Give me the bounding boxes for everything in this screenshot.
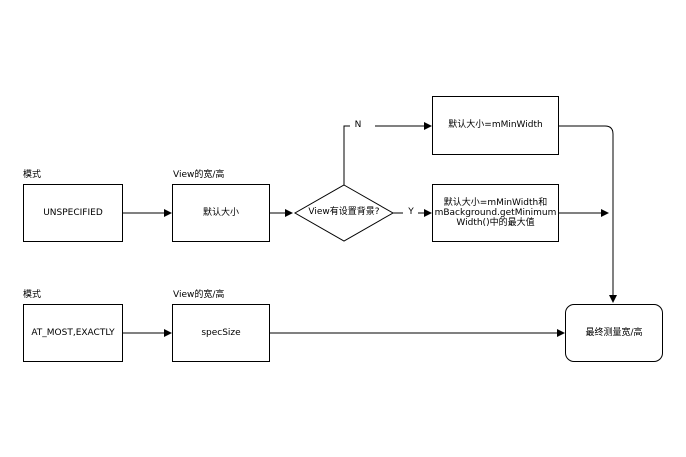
box-default-size: 默认大小	[172, 184, 270, 242]
mode-label-bottom: 模式	[23, 290, 42, 300]
decision-diamond	[293, 184, 395, 242]
arrow-minwidth-to-final	[559, 125, 617, 303]
box-spec-size: specSize	[172, 304, 270, 362]
box-unspecified: UNSPECIFIED	[23, 184, 123, 242]
branch-yes-label: Y	[408, 207, 414, 217]
decision-text: View有设置背景?	[308, 207, 380, 217]
arrow-decision-no-branch	[343, 125, 350, 185]
box-final-measured: 最终测量宽/高	[565, 304, 663, 362]
box-at-most-exactly: AT_MOST,EXACTLY	[23, 304, 123, 362]
mode-label-top: 模式	[23, 170, 42, 180]
view-size-label-bottom: View的宽/高	[173, 290, 225, 300]
box-max-of: 默认大小=mMinWidth和 mBackground.getMinimum W…	[432, 184, 559, 242]
branch-no-label: N	[354, 120, 362, 130]
view-size-label-top: View的宽/高	[173, 170, 225, 180]
box-min-width: 默认大小=mMinWidth	[432, 96, 559, 155]
